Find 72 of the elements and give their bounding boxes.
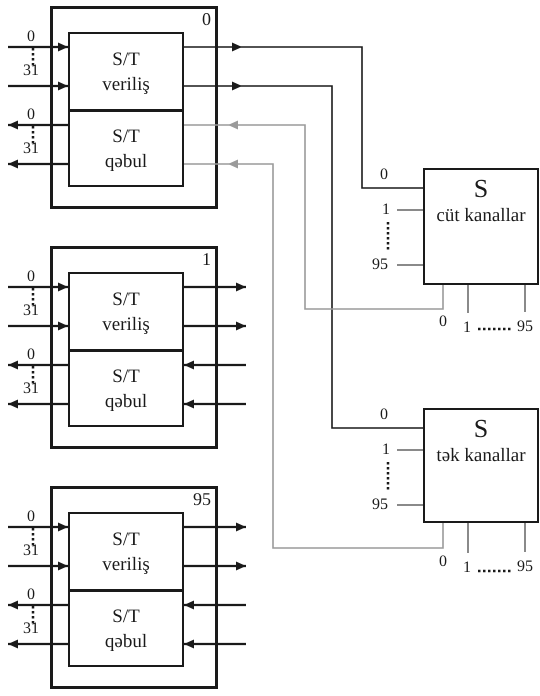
switch-box xyxy=(423,408,539,523)
function-block xyxy=(68,272,184,351)
switch-title: S xyxy=(474,414,488,444)
port-number: 1 xyxy=(463,320,471,336)
module-number: 95 xyxy=(193,489,211,509)
arrow xyxy=(8,562,68,570)
port-number: 0 xyxy=(27,509,35,525)
arrow xyxy=(184,640,246,648)
arrow xyxy=(8,282,68,292)
arrow xyxy=(8,640,68,648)
arrow xyxy=(8,160,68,168)
arrow xyxy=(184,522,246,532)
port-number: 31 xyxy=(23,381,39,397)
arrow xyxy=(184,562,246,570)
arrow xyxy=(8,400,68,408)
module-number: 0 xyxy=(202,9,211,29)
arrow xyxy=(184,282,246,292)
port-number: 95 xyxy=(517,559,533,575)
block-label: S/T qəbul xyxy=(104,124,148,174)
port-number: 0 xyxy=(27,269,35,285)
switch-label: tək kanallar xyxy=(436,444,526,468)
block-label: S/T qəbul xyxy=(104,604,148,654)
port-number: 0 xyxy=(380,167,388,183)
port-number: 31 xyxy=(23,543,39,559)
function-block xyxy=(68,512,184,591)
module-frame xyxy=(50,246,218,449)
function-block xyxy=(68,590,184,667)
port-number: 0 xyxy=(27,29,35,45)
function-block xyxy=(68,110,184,187)
arrow xyxy=(8,522,68,532)
arrow xyxy=(8,82,68,90)
port-number: 0 xyxy=(27,107,35,123)
block-label: S/T veriliş xyxy=(101,48,151,96)
port-number: 31 xyxy=(23,141,39,157)
arrow xyxy=(184,322,246,330)
switch-box xyxy=(423,168,539,285)
function-block xyxy=(68,32,184,111)
switch-title: S xyxy=(474,174,488,204)
module-frame xyxy=(50,6,218,209)
arrow xyxy=(184,360,246,370)
module-frame xyxy=(50,486,218,689)
port-number: 1 xyxy=(382,442,390,458)
port-number: 95 xyxy=(517,319,533,335)
arrow xyxy=(8,322,68,330)
port-number: 95 xyxy=(372,257,388,273)
arrow xyxy=(8,360,68,370)
arrow xyxy=(184,82,423,429)
port-number: 31 xyxy=(23,621,39,637)
block-label: S/T qəbul xyxy=(104,364,148,414)
arrow xyxy=(184,42,423,189)
port-number: 1 xyxy=(463,560,471,576)
arrow xyxy=(8,600,68,610)
arrow xyxy=(184,400,246,408)
arrow xyxy=(8,42,68,52)
port-number: 0 xyxy=(439,314,447,330)
port-number: 0 xyxy=(439,554,447,570)
port-number: 0 xyxy=(27,587,35,603)
arrow xyxy=(8,120,68,130)
port-number: 0 xyxy=(27,347,35,363)
port-number: 31 xyxy=(23,63,39,79)
port-number: 31 xyxy=(23,303,39,319)
port-number: 95 xyxy=(372,497,388,513)
port-number: 0 xyxy=(380,407,388,423)
port-number: 1 xyxy=(382,202,390,218)
switch-label: cüt kanallar xyxy=(436,204,526,228)
function-block xyxy=(68,350,184,427)
arrow xyxy=(184,120,444,310)
block-label: S/T veriliş xyxy=(101,528,151,576)
module-number: 1 xyxy=(202,249,211,269)
block-label: S/T veriliş xyxy=(101,288,151,336)
arrow xyxy=(184,600,246,610)
arrow xyxy=(184,160,444,549)
